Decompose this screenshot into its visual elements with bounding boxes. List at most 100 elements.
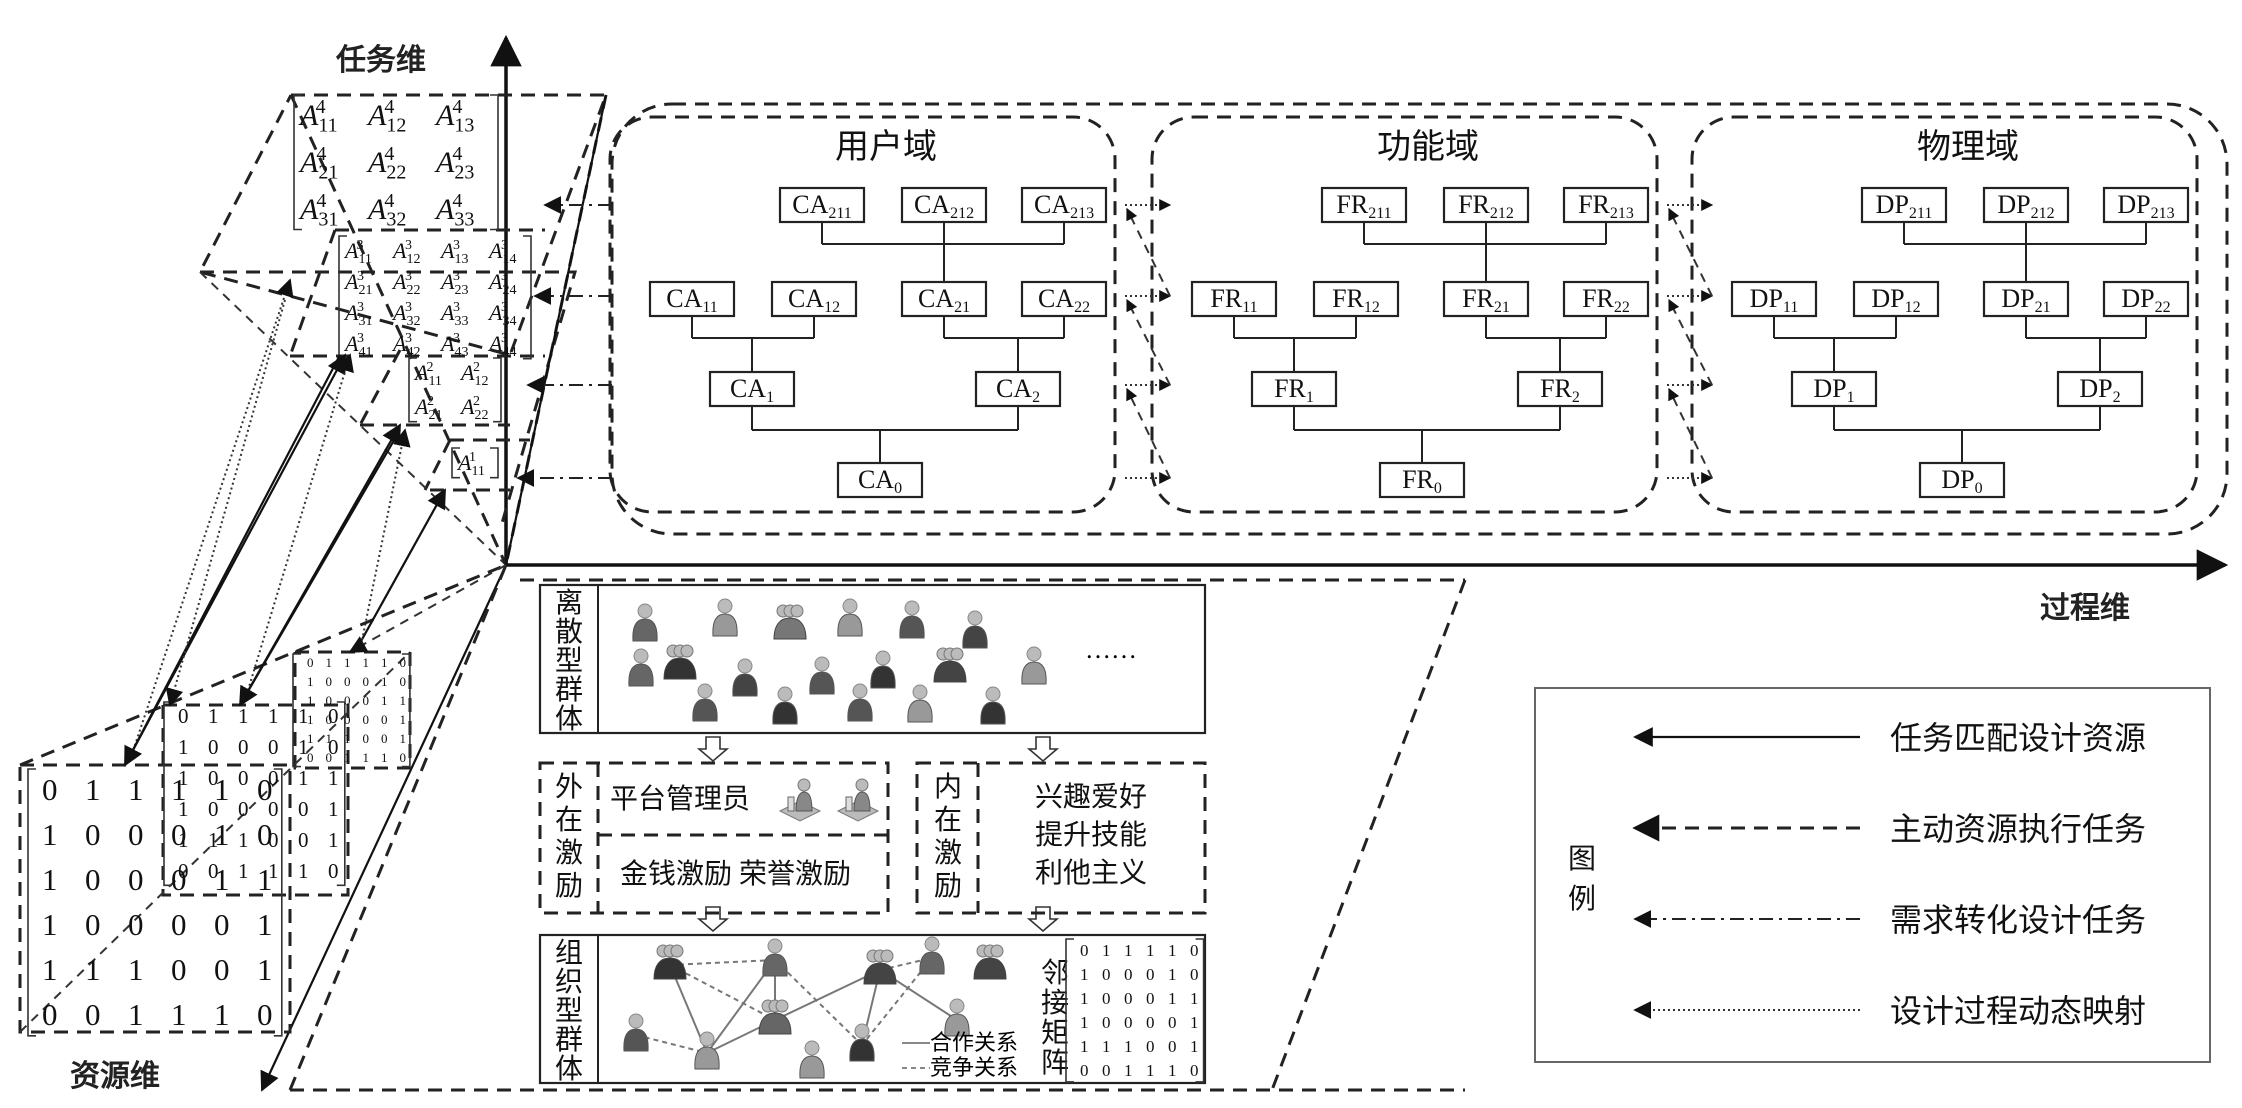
node-label: CA211: [792, 190, 852, 222]
task-matrix-element: A443: [487, 331, 516, 360]
task-matrix-element: A222: [459, 394, 488, 423]
adjacency-label-char: 阵: [1041, 1047, 1069, 1079]
coordinate-axes: 任务维 过程维 资源维: [70, 34, 2229, 1094]
matrix-cell: 1: [42, 952, 58, 987]
legend-label: 设计过程动态映射: [1890, 993, 2146, 1029]
process-axis-label: 过程维: [2040, 591, 2130, 626]
matrix-cell: 1: [268, 704, 279, 728]
matrix-cell: 1: [381, 693, 388, 708]
tree-node: DP12: [1852, 280, 1940, 318]
discrete-label-char: 型: [555, 645, 583, 677]
matrix-cell: 1: [85, 952, 101, 987]
matrix-cell: 0: [128, 907, 144, 942]
matrix-cell: 1: [85, 772, 101, 807]
external-incentive-items: 金钱激励 荣誉激励: [620, 858, 851, 890]
matrix-cell: 1: [178, 828, 189, 852]
matrix-cell: 1: [238, 859, 249, 883]
node-label: CA212: [914, 190, 974, 222]
matrix-cell: 0: [363, 693, 370, 708]
matrix-cell: 1: [1124, 941, 1133, 960]
matrix-cell: 0: [42, 997, 58, 1032]
matrix-cell: 1: [326, 655, 333, 670]
tree-node: FR21: [1442, 280, 1530, 318]
tree-node: DP1: [1790, 370, 1878, 408]
internal-label-char: 励: [934, 870, 962, 902]
node-label: DP213: [2117, 190, 2174, 222]
tree-node: CA0: [836, 461, 924, 499]
task-matrix-element: A113: [343, 238, 372, 267]
node-label: FR11: [1210, 284, 1257, 316]
matrix-cell: 0: [328, 859, 339, 883]
tree-node: CA212: [900, 186, 988, 224]
tree-node: FR211: [1320, 186, 1408, 224]
matrix-cell: 1: [298, 704, 309, 728]
matrix-cell: 0: [1124, 989, 1133, 1008]
node-label: CA2: [996, 374, 1040, 406]
task-matrix-element: A122: [459, 360, 488, 389]
matrix-cell: 1: [344, 750, 351, 765]
external-label-char: 励: [555, 870, 583, 902]
task-axis-label: 任务维: [335, 43, 426, 78]
matrix-cell: 0: [326, 750, 333, 765]
node-label: FR21: [1462, 284, 1510, 316]
tree-node: CA211: [778, 186, 866, 224]
matrix-cell: 0: [208, 859, 219, 883]
matrix-cell: 0: [363, 674, 370, 689]
matrix-cell: 1: [1124, 1037, 1133, 1056]
matrix-cell: 0: [257, 772, 273, 807]
matrix-cell: 0: [1146, 989, 1155, 1008]
cooperation-edge: [774, 969, 881, 1021]
matrix-cell: 0: [1146, 1037, 1155, 1056]
node-label: CA213: [1034, 190, 1094, 222]
ellipsis: ……: [1085, 635, 1137, 664]
matrix-cell: 0: [85, 817, 101, 852]
task-matrix-element: A224: [366, 143, 406, 184]
node-label: FR212: [1458, 190, 1514, 222]
matrix-cell: 1: [1168, 989, 1177, 1008]
discrete-label-char: 群: [555, 674, 583, 706]
discrete-label-char: 散: [555, 616, 583, 648]
matrix-cell: 1: [1102, 1037, 1111, 1056]
organized-label-char: 组: [555, 937, 583, 969]
domain-title: 用户域: [835, 128, 937, 166]
internal-label-char: 在: [934, 804, 962, 836]
matrix-cell: 0: [381, 712, 388, 727]
team-icon: [863, 949, 897, 985]
flow-arrow-icon: [1026, 906, 1060, 933]
discrete-label-char: 离: [555, 587, 583, 619]
node-label: FR1: [1274, 374, 1314, 406]
matrix-cell: 1: [42, 907, 58, 942]
tree-node: DP213: [2102, 186, 2190, 224]
matrix-cell: 0: [42, 772, 58, 807]
legend-title-char: 例: [1568, 883, 1596, 915]
matrix-cell: 1: [214, 862, 230, 897]
legend-item-dashed: 主动资源执行任务: [1632, 811, 2146, 847]
matrix-cell: 0: [268, 828, 279, 852]
tree-node: CA22: [1020, 280, 1108, 318]
flow-arrow-icon: [1026, 736, 1060, 763]
internal-incentive-item: 兴趣爱好: [1035, 781, 1147, 813]
flow-arrows: [696, 736, 1060, 933]
matrix-cell: 0: [1190, 1061, 1199, 1080]
node-label: CA22: [1038, 284, 1090, 316]
matrix-cell: 1: [1168, 1061, 1177, 1080]
matrix-cell: 1: [400, 693, 407, 708]
matrix-cell: 1: [238, 704, 249, 728]
tree-node: FR0: [1378, 461, 1466, 499]
tree-node: FR213: [1562, 186, 1650, 224]
matrix-cell: 0: [363, 731, 370, 746]
node-label: FR0: [1402, 465, 1442, 497]
matrix-cell: 1: [328, 797, 339, 821]
matrix-cell: 0: [208, 797, 219, 821]
task-matrix-element: A214: [298, 143, 338, 184]
team-icon: [973, 944, 1007, 980]
task-resource-arrows: [124, 278, 507, 767]
matrix-cell: 0: [171, 907, 187, 942]
organized-label-char: 型: [555, 995, 583, 1027]
legend-label: 主动资源执行任务: [1890, 811, 2146, 847]
competition-edge: [669, 964, 776, 1021]
